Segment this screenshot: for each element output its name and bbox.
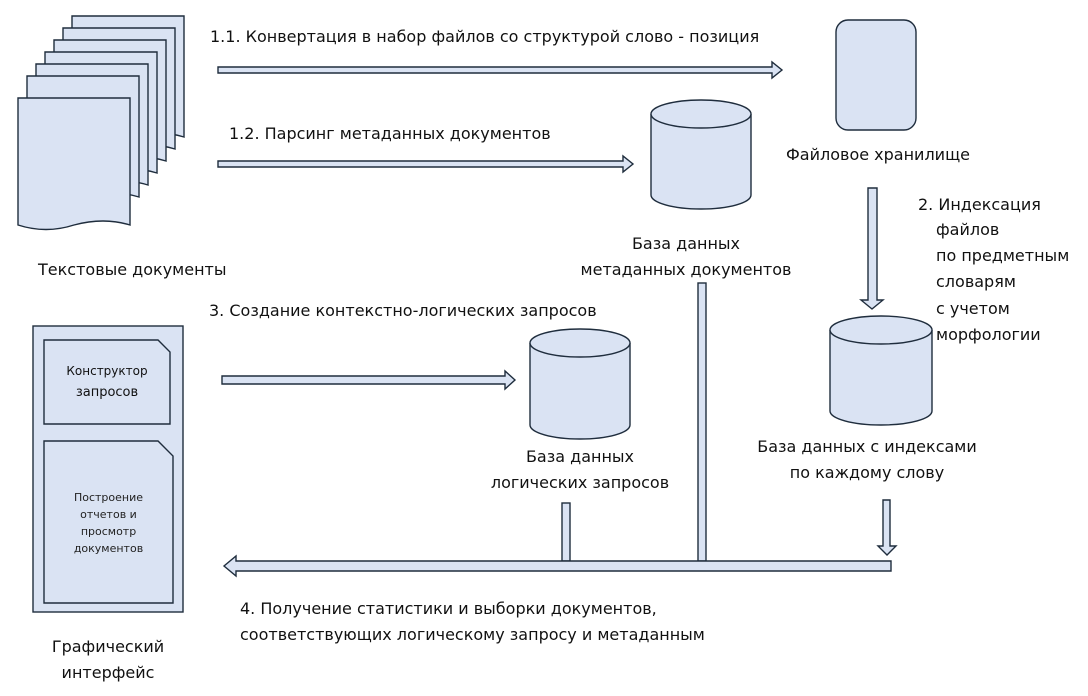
label-metadata-db-line1: База данных — [631, 234, 741, 253]
metadata-db-cylinder — [650, 99, 752, 210]
label-step-2-line2: файлов — [936, 220, 1000, 239]
index-db-down-arrow — [876, 499, 898, 556]
label-query-db-line1: База данных — [525, 447, 635, 466]
query-builder-box — [43, 339, 171, 425]
label-step-3: 3. Создание контекстно-логических запрос… — [209, 301, 597, 320]
label-step-4-line1: 4. Получение статистики и выборки докуме… — [240, 599, 657, 618]
label-step-1-1: 1.1. Конвертация в набор файлов со струк… — [210, 27, 760, 46]
label-text-documents: Текстовые документы — [38, 260, 227, 279]
label-query-db-line2: логических запросов — [490, 473, 670, 492]
label-step-2-line5: с учетом — [936, 299, 1010, 318]
label-step-2-line6: морфологии — [936, 325, 1041, 344]
query-builder-label-line1: Конструктор — [66, 364, 148, 378]
label-step-4-line2: соответствующих логическому запросу и ме… — [240, 625, 705, 644]
label-gui-line1: Графический — [51, 637, 165, 656]
reports-label-line3: просмотр — [80, 525, 137, 538]
query-db-connector — [561, 502, 571, 562]
file-storage-shape — [835, 19, 917, 131]
text-documents-stack — [17, 15, 185, 231]
label-file-storage: Файловое хранилище — [786, 145, 970, 164]
metadata-db-connector — [697, 282, 707, 562]
label-index-db-line2: по каждому слову — [789, 463, 945, 482]
label-step-2-line1: 2. Индексация — [918, 195, 1041, 214]
label-step-2-line3: по предметным — [936, 246, 1070, 265]
label-index-db-line1: База данных с индексами — [757, 437, 977, 456]
index-db-cylinder — [829, 315, 933, 426]
label-step-1-2: 1.2. Парсинг метаданных документов — [229, 124, 551, 143]
label-gui-line2: интерфейс — [61, 663, 155, 682]
label-metadata-db-line2: метаданных документов — [580, 260, 792, 279]
arrow-1-1 — [217, 60, 784, 80]
arrow-4-bus — [222, 554, 892, 578]
reports-box — [43, 440, 174, 604]
query-db-cylinder — [529, 328, 631, 440]
arrow-1-2 — [217, 154, 635, 174]
reports-label-line1: Построение — [73, 491, 144, 504]
reports-label-line2: отчетов и — [80, 508, 137, 521]
query-builder-label-line2: запросов — [75, 385, 139, 400]
arrow-2 — [859, 187, 885, 310]
reports-label-line4: документов — [73, 542, 144, 555]
label-step-2-line4: словарям — [936, 272, 1016, 291]
arrow-3 — [221, 369, 517, 391]
